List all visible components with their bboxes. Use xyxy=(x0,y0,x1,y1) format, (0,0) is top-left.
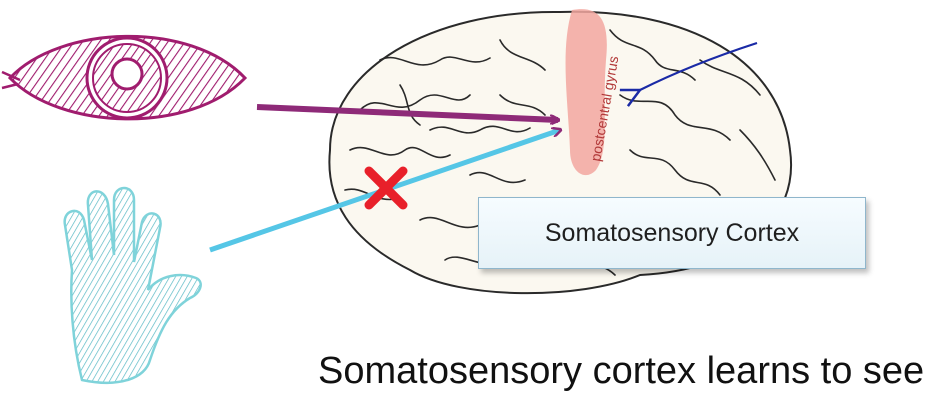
eye-icon xyxy=(2,36,245,119)
caption: Somatosensory cortex learns to see xyxy=(318,350,918,393)
somatosensory-cortex-box: Somatosensory Cortex xyxy=(478,197,866,269)
hand-icon xyxy=(65,188,201,383)
somatosensory-cortex-label: Somatosensory Cortex xyxy=(545,219,799,248)
